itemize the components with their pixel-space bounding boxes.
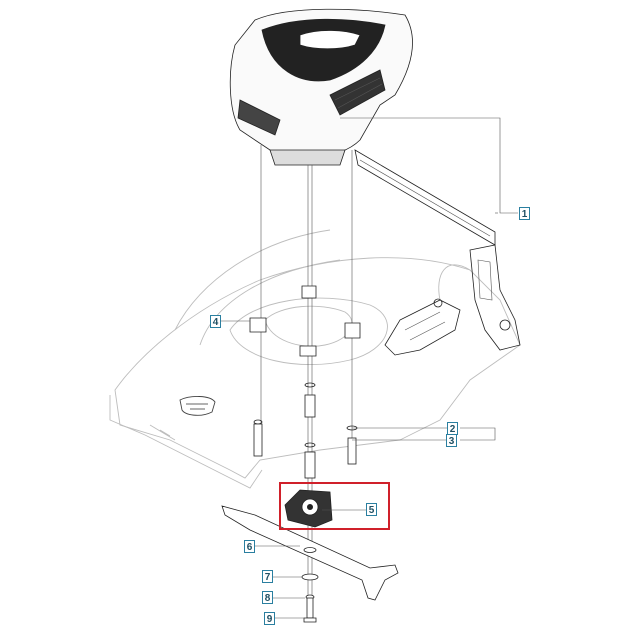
handle-bracket (354, 149, 521, 356)
callout-6[interactable]: 6 (244, 540, 255, 553)
callout-8[interactable]: 8 (262, 591, 273, 604)
mower-blade (221, 505, 399, 601)
blade-adapter (284, 489, 333, 528)
callout-5[interactable]: 5 (366, 503, 377, 516)
highlighted-part-box (279, 482, 390, 530)
callout-7[interactable]: 7 (262, 570, 273, 583)
callout-3[interactable]: 3 (446, 434, 457, 447)
motor (229, 8, 413, 166)
callout-9[interactable]: 9 (264, 612, 275, 625)
callout-1[interactable]: 1 (519, 207, 530, 220)
callout-leader-lines (220, 117, 518, 619)
callout-4[interactable]: 4 (210, 315, 221, 328)
washer-and-bolt (301, 573, 319, 623)
mower-deck (109, 229, 521, 489)
motor-mount-studs (249, 285, 361, 479)
